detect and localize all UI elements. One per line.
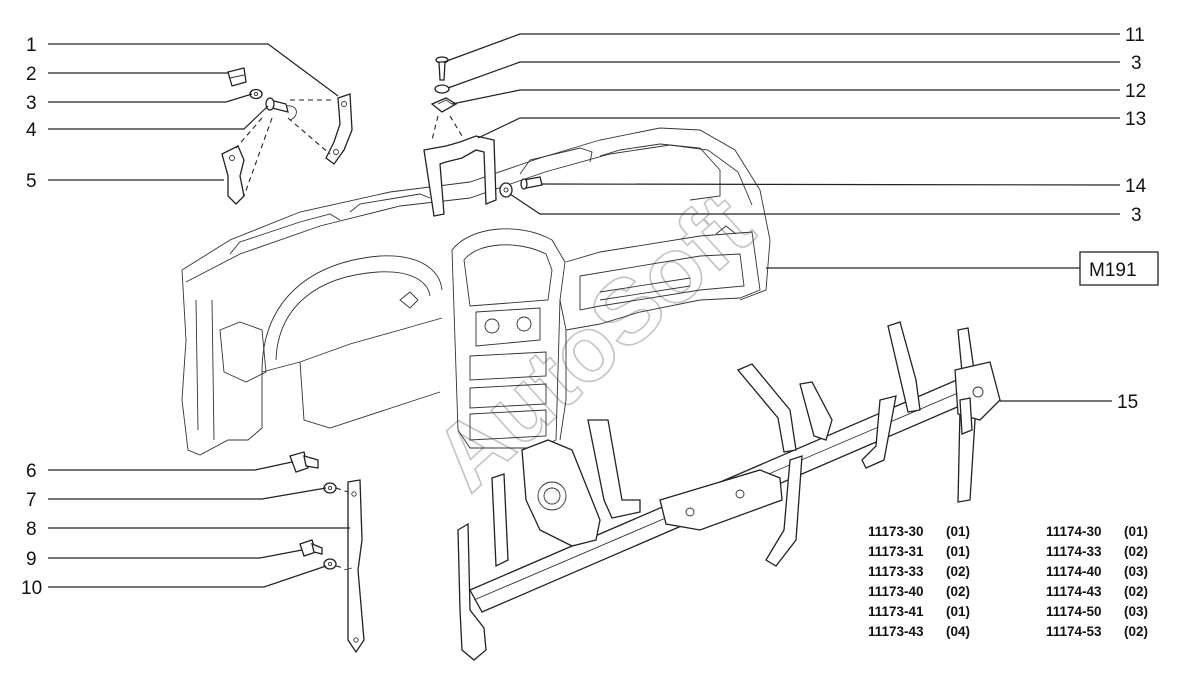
model-qty: (01) [946,604,970,619]
callout-labels: 1 2 3 4 5 6 7 8 9 10 11 3 12 13 14 3 15 [21,25,1147,599]
watermark: AutoSoft [414,173,772,510]
callout-14: 14 [1125,176,1147,197]
model-qty: (03) [1124,604,1148,619]
model-qty: (01) [1124,524,1148,539]
model-code: 11173-30 [868,524,924,539]
callout-3-top: 3 [1131,53,1142,74]
model-code: 11173-41 [868,604,924,619]
model-qty: (01) [946,524,970,539]
model-code: 11173-33 [868,564,924,579]
watermark-text: AutoSoft [415,174,772,510]
model-qty: (02) [1124,544,1148,559]
callout-7: 7 [26,490,37,511]
assembly-arrows-left [235,99,332,197]
part-3-washer-top [434,84,450,94]
part-14-screw [520,176,543,190]
part-9-bolt [299,539,323,557]
model-qty: (03) [1124,564,1148,579]
part-12-nut-clip [430,97,458,113]
callout-15: 15 [1117,392,1138,413]
instrument-panel [181,127,771,456]
model-code: 11174-33 [1046,544,1102,559]
model-qty: (02) [946,564,970,579]
model-code: 11174-53 [1046,624,1102,639]
part-2-clip [227,67,247,87]
callout-5: 5 [26,171,37,192]
callout-4: 4 [26,120,37,141]
callout-1: 1 [26,35,37,56]
part-10-washer [323,558,337,570]
model-code: 11174-43 [1046,584,1102,599]
model-code: 11173-31 [868,544,924,559]
part-4-bolt [265,97,289,113]
callout-2: 2 [26,64,37,85]
cross-member-frame [457,321,1001,661]
part-11-screw [435,56,449,81]
reference-box-label: M191 [1089,260,1137,281]
assembly-arrows-bottom [335,487,349,569]
reference-box-m191: M191 [1079,251,1159,286]
callout-8: 8 [26,519,37,540]
model-code: 11173-43 [868,624,924,639]
callout-3-right: 3 [1131,205,1142,226]
callout-13: 13 [1125,109,1146,130]
model-code: 11174-40 [1046,564,1102,579]
model-qty: (04) [946,624,970,639]
assembly-arrows-top [431,115,463,141]
part-6-bolt [289,451,319,473]
model-qty: (02) [1124,584,1148,599]
callout-9: 9 [26,549,37,570]
model-code: 11173-40 [868,584,924,599]
callout-11: 11 [1125,25,1145,46]
model-qty: (02) [1124,624,1148,639]
part-3-washer-left [249,88,263,100]
model-qty: (01) [946,544,970,559]
leader-lines [48,33,1121,588]
part-3-washer-right [499,182,513,198]
callout-3: 3 [26,93,37,114]
part-13-bracket [423,135,497,217]
part-5-bracket [221,145,245,205]
model-qty: (02) [946,584,970,599]
model-code: 11174-30 [1046,524,1102,539]
applicability-table: 11173-30 (01) 11173-31 (01) 11173-33 (02… [868,524,1148,639]
model-code: 11174-50 [1046,604,1102,619]
callout-6: 6 [26,461,37,482]
callout-10: 10 [21,578,42,599]
part-1-bracket [325,93,353,165]
part-8-strip [343,479,365,654]
callout-12: 12 [1125,81,1146,102]
